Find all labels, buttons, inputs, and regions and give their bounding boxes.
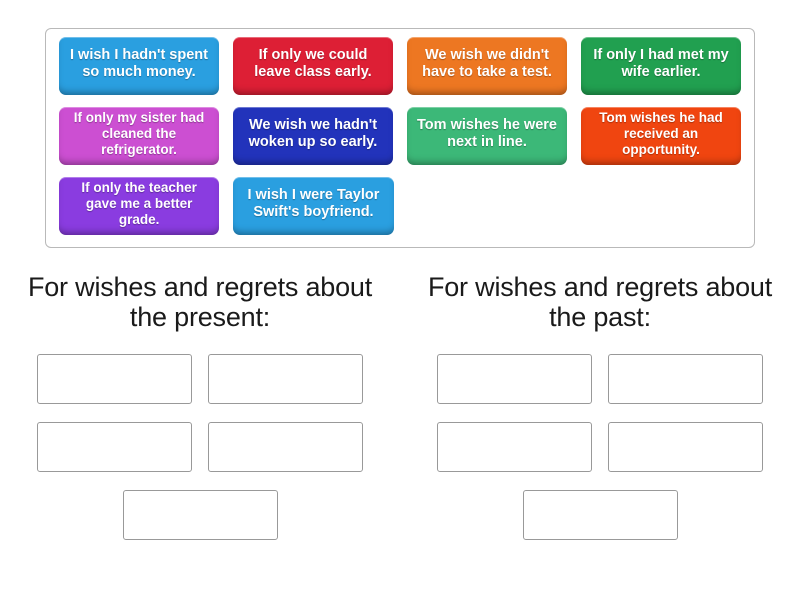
tile-label: We wish we hadn't woken up so early. xyxy=(248,116,378,150)
tile-label: Tom wishes he had received an opportunit… xyxy=(599,110,723,157)
dropzone-past-4[interactable] xyxy=(608,422,763,473)
tile-label: If only we could leave class early. xyxy=(254,46,372,80)
category-past-title: For wishes and regrets about the past: xyxy=(427,272,773,333)
tile-wish-money[interactable]: I wish I hadn't spent so much money. xyxy=(59,37,219,95)
dropzone-past-2[interactable] xyxy=(608,354,763,405)
tile-next-in-line[interactable]: Tom wishes he were next in line. xyxy=(407,107,567,165)
dropzone-present-2[interactable] xyxy=(208,354,363,405)
category-past: For wishes and regrets about the past: xyxy=(400,272,800,558)
dropzone-past-5[interactable] xyxy=(522,490,678,541)
dropzone-present-1[interactable] xyxy=(37,354,192,405)
tile-leave-class-early[interactable]: If only we could leave class early. xyxy=(233,37,393,95)
dropzone-present-4[interactable] xyxy=(208,422,363,473)
tile-label: I wish I were Taylor Swift's boyfriend. xyxy=(247,186,380,220)
category-past-dropzones xyxy=(424,354,776,558)
tile-take-a-test[interactable]: We wish we didn't have to take a test. xyxy=(407,37,567,95)
tile-label: If only the teacher gave me a better gra… xyxy=(81,180,197,227)
tile-label: Tom wishes he were next in line. xyxy=(417,116,557,150)
category-present: For wishes and regrets about the present… xyxy=(0,272,400,558)
dropzone-present-3[interactable] xyxy=(37,422,192,473)
tile-taylor-swift-boyfriend[interactable]: I wish I were Taylor Swift's boyfriend. xyxy=(233,177,394,235)
tile-better-grade[interactable]: If only the teacher gave me a better gra… xyxy=(59,177,220,235)
dropzone-past-3[interactable] xyxy=(437,422,592,473)
tile-woken-up-early[interactable]: We wish we hadn't woken up so early. xyxy=(233,107,393,165)
tile-row-2: If only my sister had cleaned the refrig… xyxy=(52,107,748,173)
category-present-title: For wishes and regrets about the present… xyxy=(27,272,373,333)
tile-sister-refrigerator[interactable]: If only my sister had cleaned the refrig… xyxy=(59,107,219,165)
dropzone-present-5[interactable] xyxy=(122,490,278,541)
word-tile-tray: I wish I hadn't spent so much money. If … xyxy=(45,28,755,248)
tile-label: If only my sister had cleaned the refrig… xyxy=(73,110,205,157)
tile-label: If only I had met my wife earlier. xyxy=(593,46,729,80)
tile-label: I wish I hadn't spent so much money. xyxy=(70,46,208,80)
category-columns: For wishes and regrets about the present… xyxy=(0,272,800,558)
tile-received-opportunity[interactable]: Tom wishes he had received an opportunit… xyxy=(581,107,741,165)
tile-row-1: I wish I hadn't spent so much money. If … xyxy=(52,37,748,103)
tile-row-3: If only the teacher gave me a better gra… xyxy=(52,177,748,243)
dropzone-past-1[interactable] xyxy=(437,354,592,405)
tile-met-wife-earlier[interactable]: If only I had met my wife earlier. xyxy=(581,37,741,95)
tile-label: We wish we didn't have to take a test. xyxy=(422,46,552,80)
category-present-dropzones xyxy=(24,354,376,558)
